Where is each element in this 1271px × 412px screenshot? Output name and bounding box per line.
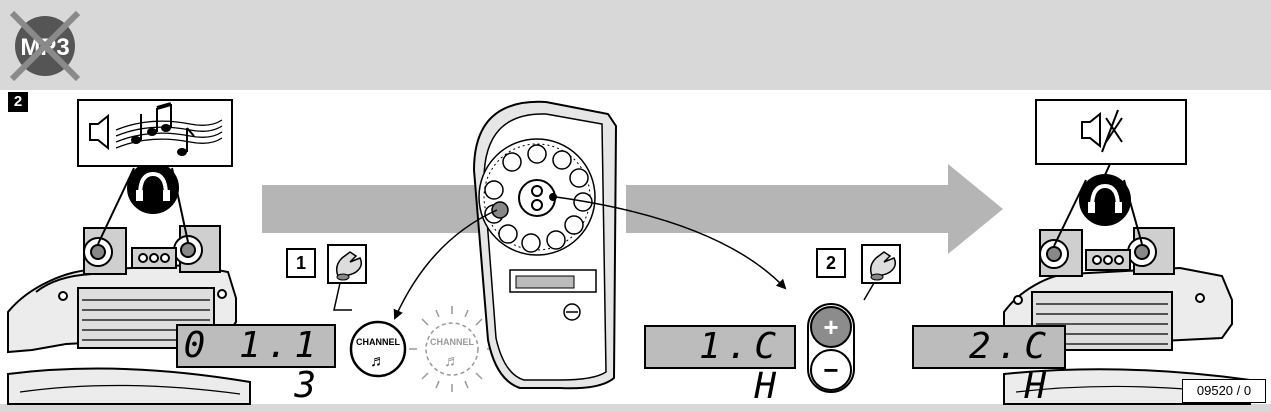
lcd-track-time: 0 1.1 3	[176, 324, 336, 406]
lcd-current-channel: 1.C H	[644, 325, 796, 407]
control-unit	[472, 100, 618, 390]
speaker-music-icon	[77, 99, 233, 167]
plus-minus-buttons: + −	[807, 303, 855, 393]
flow-arrow-right	[626, 164, 1003, 254]
svg-text:−: −	[823, 355, 838, 385]
press-finger-icon-2	[861, 244, 901, 301]
mp3-crossed-logo: MP3	[9, 10, 81, 82]
press-finger-icon-1	[327, 244, 367, 311]
step-1-marker: 1	[286, 248, 316, 278]
footer-band	[0, 404, 1271, 412]
svg-text:♬: ♬	[370, 353, 386, 370]
channel-button-lit: CHANNEL ♬	[409, 306, 495, 392]
speaker-mute-icon	[1035, 99, 1187, 165]
pointer-arrow-plus-minus	[555, 196, 787, 290]
figure-reference-code: 09520 / 0	[1182, 379, 1266, 403]
pointer-arrow-channel	[393, 209, 498, 320]
header-band	[0, 0, 1271, 90]
flow-arrow-left	[262, 185, 486, 233]
channel-button: CHANNEL ♬	[349, 320, 407, 378]
lcd-new-channel: 2.C H	[912, 325, 1066, 407]
svg-text:♬: ♬	[444, 353, 460, 370]
step-2-marker: 2	[816, 248, 846, 278]
svg-text:CHANNEL: CHANNEL	[356, 337, 401, 347]
svg-text:CHANNEL: CHANNEL	[430, 337, 475, 347]
step-number-badge: 2	[8, 92, 28, 112]
svg-text:+: +	[823, 312, 838, 342]
